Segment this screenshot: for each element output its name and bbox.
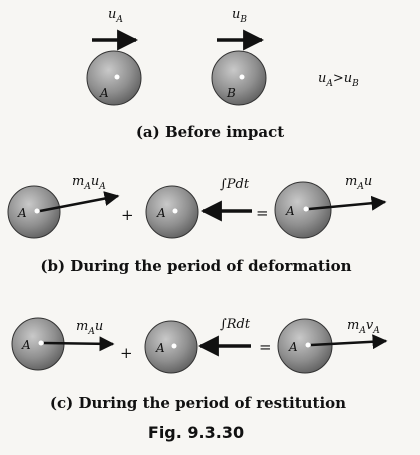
ball-c3 [277,318,333,374]
ball-a-center [114,74,120,80]
velocity-label-a: uA [108,7,123,25]
caption-a: (a) Before impact [136,123,284,141]
ball-a [86,50,142,106]
plus-sign-b: + [121,206,134,224]
equals-sign-b: = [256,204,269,222]
momentum-in-label-b: mAuA [72,174,106,192]
impulse-label-c: ∫Rdt [220,317,251,332]
equals-sign-c: = [259,338,272,356]
momentum-out-label-c: mAvA [347,318,380,336]
ball-b-label: B [226,86,236,100]
ball-b [211,50,267,106]
momentum-in-arrow-c [43,336,115,352]
ball-c1-center [38,340,44,346]
momentum-in-label-c: mAu [76,319,103,337]
ball-c2 [144,320,198,374]
ball-b1 [7,185,61,239]
panel-a: uA uB A B uA>uB (a) Before impact [86,7,359,141]
ball-b2-center [172,208,178,214]
ball-b1-label: A [17,206,27,220]
ball-c3-label: A [288,340,298,354]
ball-c1-label: A [21,338,31,352]
impulse-label-b: ∫Pdt [220,177,250,192]
ball-a-label: A [99,86,109,100]
momentum-out-arrow-b [308,195,387,211]
ball-c2-label: A [155,341,165,355]
ball-b3 [274,181,332,239]
velocity-label-b: uB [232,7,247,25]
plus-sign-c: + [120,344,133,362]
momentum-out-label-b: mAu [345,174,372,192]
ball-b2 [145,185,199,239]
caption-c: (c) During the period of restitution [50,394,346,412]
momentum-in-arrow-b [39,191,120,213]
ball-b1-center [34,208,40,214]
caption-b: (b) During the period of deformation [40,257,351,275]
ball-b-center [239,74,245,80]
panel-b: A mAuA + A ∫Pdt = A mAu (b) During the p… [7,174,387,275]
ball-c3-center [305,342,311,348]
ball-b3-center [303,206,309,212]
velocity-relation: uA>uB [318,71,359,89]
ball-b3-label: A [285,204,295,218]
momentum-out-arrow-c [310,334,388,350]
ball-b2-label: A [156,206,166,220]
ball-c2-center [171,343,177,349]
panel-c: A mAu + A ∫Rdt = A mAvA (c) During the p… [11,317,388,412]
figure-label: Fig. 9.3.30 [148,423,244,442]
